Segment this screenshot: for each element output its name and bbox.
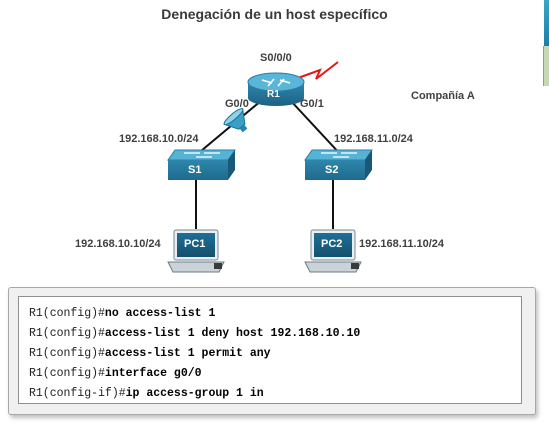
config-line: R1(config)#no access-list 1	[29, 304, 521, 324]
pc2-name: PC2	[321, 238, 343, 250]
link-r1-s1	[194, 99, 263, 157]
switch-s2-name: S2	[325, 164, 339, 176]
config-command: access-list 1 permit any	[104, 347, 271, 360]
config-line: R1(config)#access-list 1 deny host 192.1…	[29, 324, 521, 344]
edge-decoration-tab	[543, 46, 549, 86]
topology-diagram	[167, 61, 373, 273]
config-prompt: R1(config)#	[29, 367, 105, 380]
switch-s1-icon	[167, 149, 236, 180]
switch-s1-name: S1	[188, 164, 202, 176]
acl-filter-icon	[223, 107, 248, 133]
config-code-box: R1(config)#no access-list 1 R1(config)#a…	[18, 296, 522, 404]
config-command: no access-list 1	[104, 307, 216, 320]
g01-interface-label: G0/1	[300, 98, 324, 110]
s1-network-label: 192.168.10.0/24	[119, 133, 199, 145]
config-line: R1(config-if)#ip access-group 1 in	[29, 384, 521, 404]
pc1-icon	[167, 229, 225, 273]
config-command: interface g0/0	[104, 367, 202, 380]
pc2-ip-label: 192.168.11.10/24	[359, 238, 445, 250]
router-name: R1	[267, 89, 280, 100]
wan-link-icon	[297, 61, 339, 80]
s2-network-label: 192.168.11.0/24	[334, 133, 413, 145]
edge-decoration-top	[544, 0, 549, 46]
pc2-icon	[304, 229, 362, 273]
pc1-name: PC1	[184, 238, 206, 250]
g00-interface-label: G0/0	[225, 98, 249, 110]
config-prompt: R1(config)#	[29, 347, 105, 360]
config-prompt: R1(config-if)#	[29, 387, 126, 400]
pc1-ip-label: 192.168.10.10/24	[75, 238, 161, 250]
config-panel: R1(config)#no access-list 1 R1(config)#a…	[8, 287, 536, 415]
config-line: R1(config)#access-list 1 permit any	[29, 344, 521, 364]
config-prompt: R1(config)#	[29, 327, 105, 340]
router-r1-icon	[247, 72, 305, 106]
serial-interface-label: S0/0/0	[260, 52, 292, 64]
config-command: access-list 1 deny host 192.168.10.10	[104, 327, 361, 340]
switch-s2-icon	[304, 149, 373, 180]
link-r1-s2	[289, 99, 343, 157]
diagram-title: Denegación de un host específico	[161, 6, 388, 22]
company-label: Compañía A	[411, 90, 475, 102]
config-prompt: R1(config)#	[29, 307, 105, 320]
config-command: ip access-group 1 in	[125, 387, 264, 400]
config-line: R1(config)#interface g0/0	[29, 364, 521, 384]
